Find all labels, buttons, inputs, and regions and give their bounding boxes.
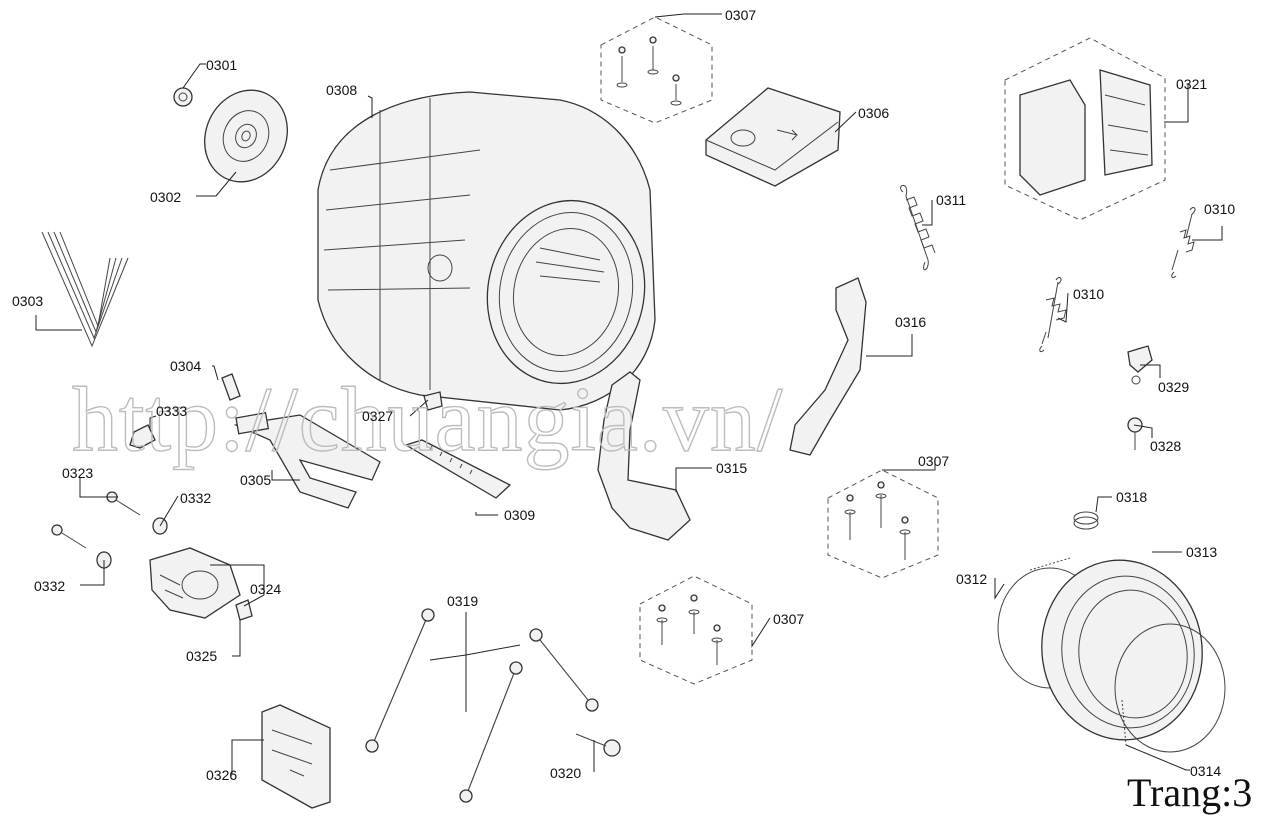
label-0307-top: 0307	[725, 7, 756, 23]
label-0301: 0301	[206, 57, 237, 73]
label-0318: 0318	[1116, 489, 1147, 505]
part-0324-pump	[149, 547, 241, 619]
callout-labels: 0301 0302 0303 0304 0305 0306 0307 0307 …	[12, 7, 1235, 783]
part-0311-spring	[900, 184, 936, 271]
part-0321-control-module	[1004, 37, 1166, 221]
part-0302-pulley	[204, 89, 288, 183]
watermark-text: http://chuangia.vn/	[72, 368, 783, 470]
part-0333-bracket	[129, 424, 156, 449]
label-0304: 0304	[170, 358, 201, 374]
label-0303: 0303	[12, 293, 43, 309]
part-0304-sensor	[221, 373, 241, 401]
label-0323: 0323	[62, 465, 93, 481]
label-0307-middle: 0307	[918, 453, 949, 469]
part-0305-heater	[233, 412, 381, 509]
part-0307-screws-bottom	[639, 575, 753, 685]
part-0309-filter	[404, 439, 512, 499]
label-0332-lower: 0332	[34, 578, 65, 594]
label-0333: 0333	[156, 403, 187, 419]
label-0319: 0319	[447, 593, 478, 609]
label-0306: 0306	[858, 105, 889, 121]
label-0325: 0325	[186, 648, 217, 664]
part-0319-damper-right	[529, 628, 599, 712]
part-0319-damper-middle	[459, 661, 523, 803]
part-0327-clip	[423, 391, 443, 411]
part-0306-weight	[705, 87, 841, 187]
part-0320-bolt	[575, 733, 621, 757]
part-0307-screws-top	[600, 16, 713, 124]
part-0315-bracket	[597, 371, 691, 541]
part-0319-damper-left	[365, 608, 435, 753]
part-0303-belt	[41, 231, 129, 348]
leader-lines	[35, 13, 1223, 774]
part-0314-clamp-ring	[1114, 623, 1226, 753]
label-0316: 0316	[895, 314, 926, 330]
label-0314: 0314	[1190, 763, 1221, 779]
label-0305: 0305	[240, 472, 271, 488]
part-0307-screws-middle	[827, 469, 939, 579]
label-0308: 0308	[326, 82, 357, 98]
part-0323-bolt-upper	[106, 491, 141, 516]
label-0302: 0302	[150, 189, 181, 205]
part-0316-bracket	[789, 277, 867, 456]
label-0310-left: 0310	[1073, 286, 1104, 302]
label-0311: 0311	[936, 192, 966, 208]
part-0310-spring-right	[1171, 207, 1196, 279]
part-0313-door-seal	[1041, 559, 1203, 741]
label-0324: 0324	[250, 581, 281, 597]
part-0308-tub	[317, 91, 656, 411]
page-label: Trang:3	[1127, 770, 1252, 815]
label-0332-upper: 0332	[180, 490, 211, 506]
label-0310-right: 0310	[1204, 201, 1235, 217]
label-0309: 0309	[504, 507, 535, 523]
part-0310-spring-left	[1039, 277, 1067, 353]
part-0326-board	[261, 704, 331, 809]
label-0329: 0329	[1158, 379, 1189, 395]
label-0327: 0327	[362, 408, 393, 424]
part-0323-bolt-lower	[51, 524, 87, 549]
part-0318-clamp	[1073, 511, 1099, 530]
label-0313: 0313	[1186, 544, 1217, 560]
label-0307-bottom: 0307	[773, 611, 804, 627]
label-0315: 0315	[716, 460, 747, 476]
part-0328-screw	[1127, 417, 1143, 450]
part-0301-nut	[173, 87, 193, 107]
label-0312: 0312	[956, 571, 987, 587]
label-0321: 0321	[1176, 76, 1207, 92]
label-0328: 0328	[1150, 438, 1181, 454]
part-0329-clip	[1127, 345, 1153, 385]
label-0326: 0326	[206, 767, 237, 783]
part-0325-clip	[235, 599, 253, 621]
label-0320: 0320	[550, 765, 581, 781]
